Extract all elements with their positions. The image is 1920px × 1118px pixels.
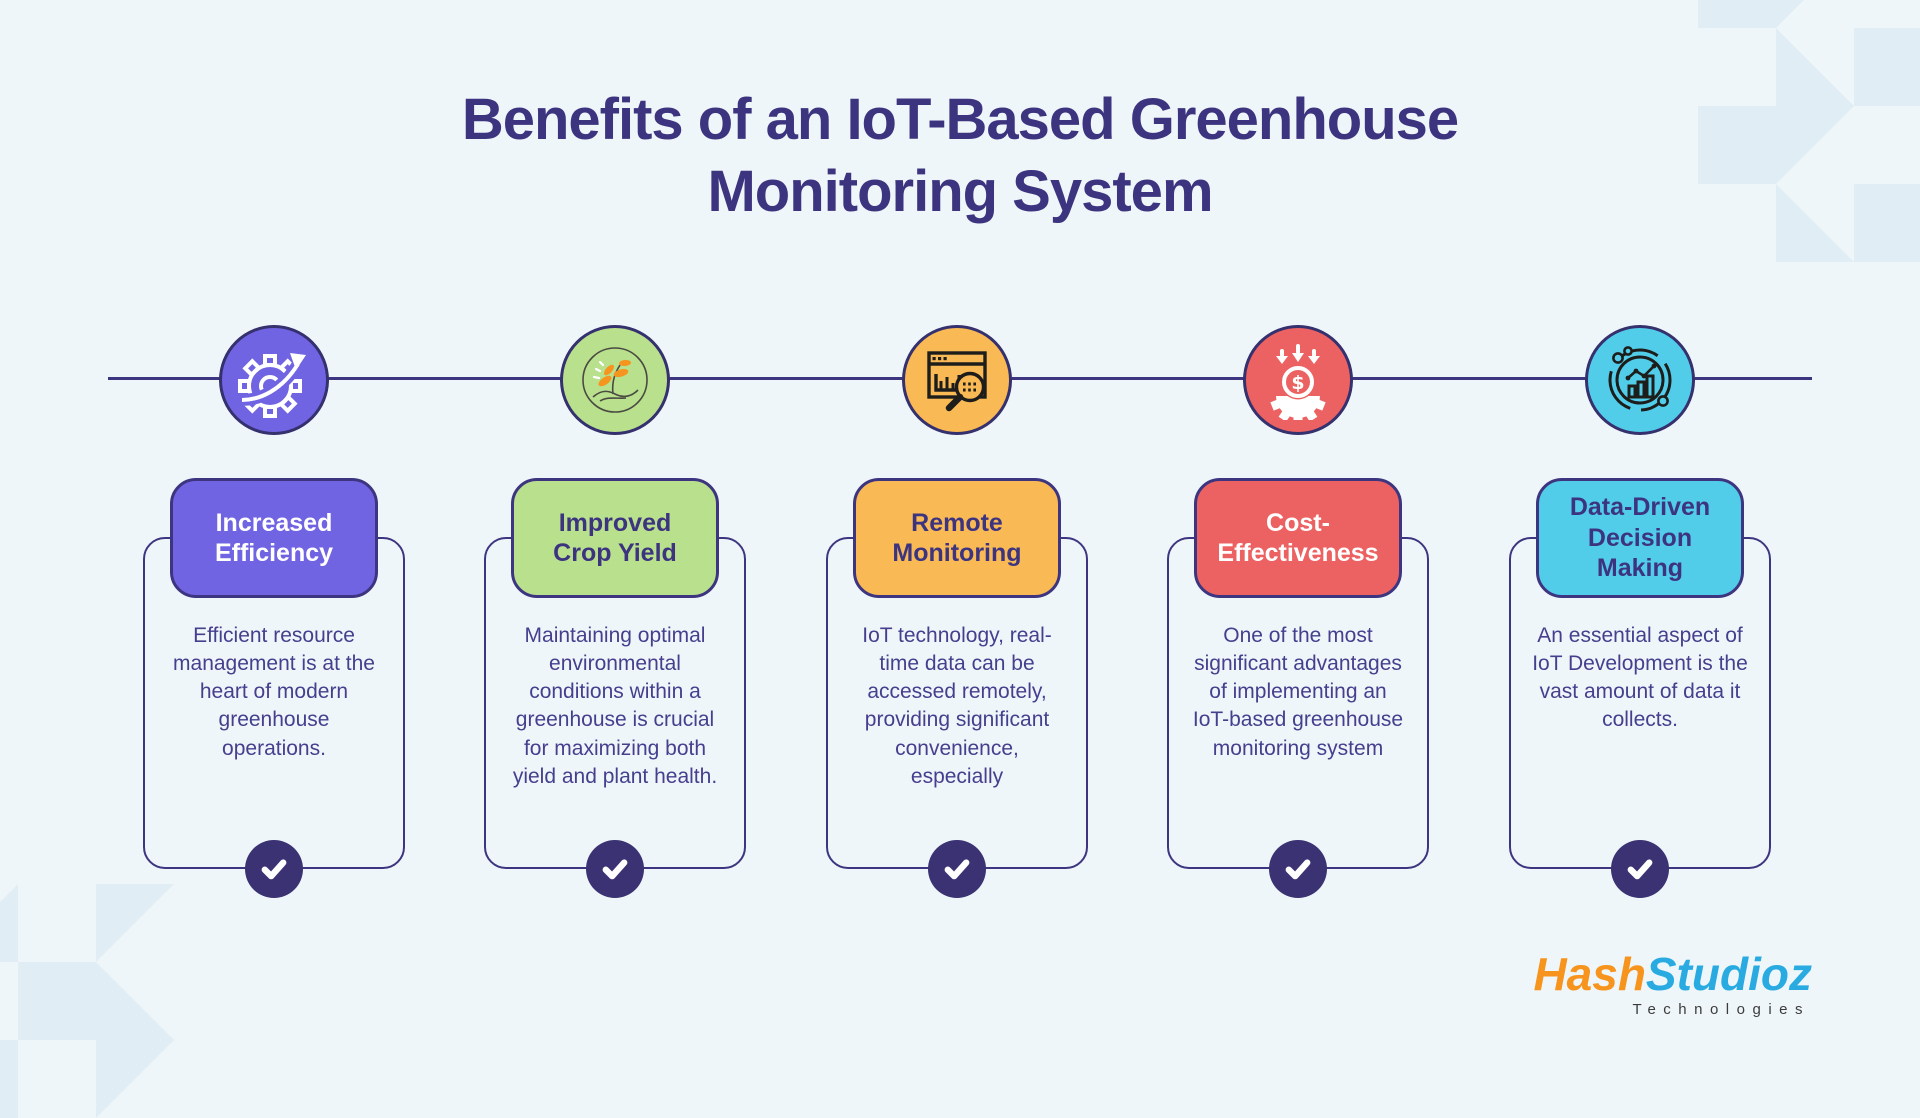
logo-subtitle: Technologies	[1632, 1001, 1810, 1018]
corner-pattern-top-right	[1698, 0, 1920, 262]
benefit-title-card: Improved Crop Yield	[511, 478, 719, 598]
benefit-title: Increased Efficiency	[214, 508, 334, 568]
benefit-column-increased-efficiency: Increased Efficiency Efficient resource …	[134, 300, 414, 1000]
benefit-title-card: Data-Driven Decision Making	[1536, 478, 1744, 598]
benefit-column-remote-monitoring: Remote Monitoring IoT technology, real-t…	[817, 300, 1097, 1000]
benefit-title-card: Increased Efficiency	[170, 478, 378, 598]
logo-word-studioz: Studioz	[1645, 948, 1812, 1000]
logo-wordmark: HashStudioz	[1533, 951, 1812, 997]
checkmark-icon	[1269, 840, 1327, 898]
hashstudioz-logo: HashStudioz Technologies	[1533, 951, 1812, 1018]
benefit-description: IoT technology, real-time data can be ac…	[862, 624, 1052, 788]
benefit-title: Remote Monitoring	[892, 508, 1022, 568]
benefit-description: An essential aspect of IoT Development i…	[1532, 624, 1748, 732]
checkmark-icon	[928, 840, 986, 898]
benefit-description: Efficient resource management is at the …	[173, 624, 375, 760]
hand-plant-icon	[560, 325, 670, 435]
benefit-column-improved-crop-yield: Improved Crop Yield Maintaining optimal …	[475, 300, 755, 1000]
dollar-gear-savings-icon: $	[1243, 325, 1353, 435]
benefit-title: Improved Crop Yield	[553, 508, 677, 568]
checkmark-icon	[245, 840, 303, 898]
benefit-description: One of the most significant advantages o…	[1192, 624, 1404, 760]
checkmark-icon	[586, 840, 644, 898]
benefit-title-card: Remote Monitoring	[853, 478, 1061, 598]
gear-growth-arrow-icon	[219, 325, 329, 435]
dashboard-magnifier-icon	[902, 325, 1012, 435]
checkmark-icon	[1611, 840, 1669, 898]
benefit-title-card: Cost- Effectiveness	[1194, 478, 1402, 598]
svg-text:$: $	[1291, 372, 1304, 394]
page-title: Benefits of an IoT-Based Greenhouse Moni…	[461, 87, 1459, 224]
benefit-description: Maintaining optimal environmental condit…	[512, 624, 718, 788]
logo-word-hash: Hash	[1533, 948, 1646, 1000]
benefit-column-cost-effectiveness: $ Cost- Effectiveness One of the most si…	[1158, 300, 1438, 1000]
benefit-title: Data-Driven Decision Making	[1569, 493, 1711, 583]
benefit-column-data-driven-decision-making: Data-Driven Decision Making An essential…	[1500, 300, 1780, 1000]
analytics-chart-icon	[1585, 325, 1695, 435]
benefit-title: Cost- Effectiveness	[1217, 508, 1379, 568]
